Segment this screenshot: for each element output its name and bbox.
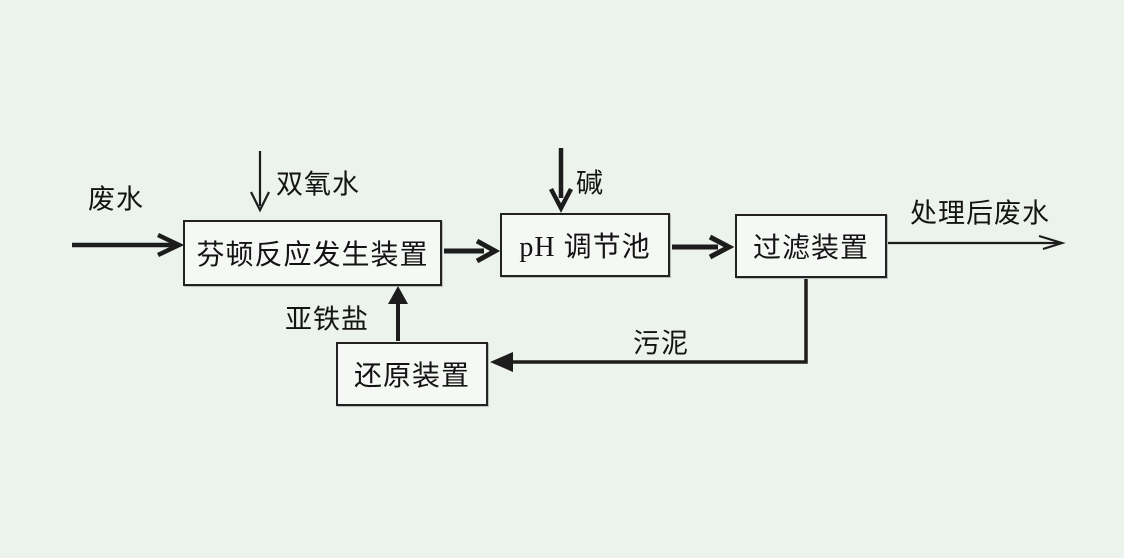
- ph-adjustment-tank-box: pH 调节池: [500, 213, 670, 277]
- sludge-label: 污泥: [633, 328, 689, 359]
- ph-to-filter-arrow: [672, 234, 735, 260]
- treated-outflow-arrow: [888, 234, 1066, 251]
- wastewater-label: 废水: [88, 184, 144, 215]
- filtration-unit-box: 过滤装置: [735, 214, 887, 278]
- treated-wastewater-label: 处理后废水: [910, 198, 1050, 229]
- ferrous-salt-arrow: [388, 286, 408, 341]
- ferrous-salt-label: 亚铁盐: [285, 304, 369, 335]
- fenton-reactor-label: 芬顿反应发生装置: [196, 240, 429, 271]
- filtration-unit-label: 过滤装置: [752, 233, 869, 264]
- hydrogen-peroxide-arrow: [250, 151, 270, 213]
- alkali-arrow: [549, 148, 573, 213]
- fenton-reactor-box: 芬顿反应发生装置: [183, 220, 442, 286]
- reduction-unit-label: 还原装置: [353, 361, 470, 392]
- alkali-label: 碱: [576, 168, 604, 199]
- wastewater-inflow-arrow: [72, 232, 185, 258]
- reduction-unit-box: 还原装置: [336, 342, 488, 406]
- fenton-to-ph-arrow: [444, 238, 501, 264]
- sludge-connector-arrow: [490, 279, 808, 372]
- hydrogen-peroxide-label: 双氧水: [276, 169, 360, 200]
- ph-adjustment-tank-label: pH 调节池: [519, 232, 651, 263]
